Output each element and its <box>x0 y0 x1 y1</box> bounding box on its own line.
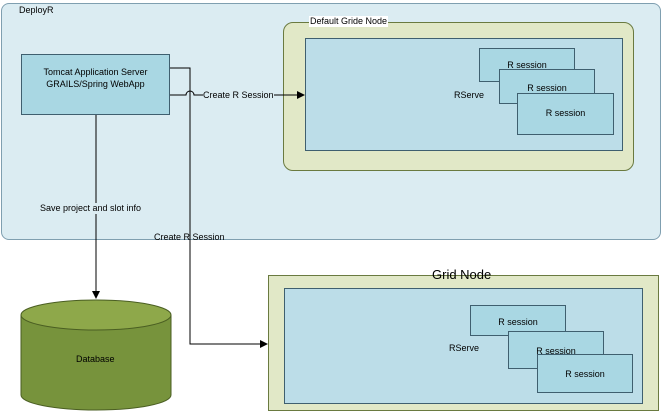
tomcat-line-1: Tomcat Application Server <box>43 67 148 77</box>
deployr-title: DeployR <box>18 5 55 16</box>
grid-rserve-label: RServe <box>449 343 480 353</box>
edge-create-session-2 <box>170 67 268 348</box>
default-rserve-label: RServe <box>454 90 485 100</box>
default-r-session-3: R session <box>517 93 614 135</box>
database-label: Database <box>76 354 115 364</box>
tomcat-line-2: GRAILS/Spring WebApp <box>46 79 145 89</box>
edge-label-save-project: Save project and slot info <box>40 203 142 214</box>
grid-r-session-3: R session <box>537 354 633 393</box>
edge-label-create-session-2: Create R Session <box>154 232 225 242</box>
tomcat-server-node: Tomcat Application Server GRAILS/Spring … <box>21 54 170 115</box>
edge-label-create-session-1: Create R Session <box>203 90 274 101</box>
grid-node-title: Grid Node <box>432 267 492 282</box>
database-node <box>20 299 172 411</box>
grid-r-session-1: R session <box>470 305 566 336</box>
default-grid-node-title: Default Gride Node <box>309 16 389 27</box>
